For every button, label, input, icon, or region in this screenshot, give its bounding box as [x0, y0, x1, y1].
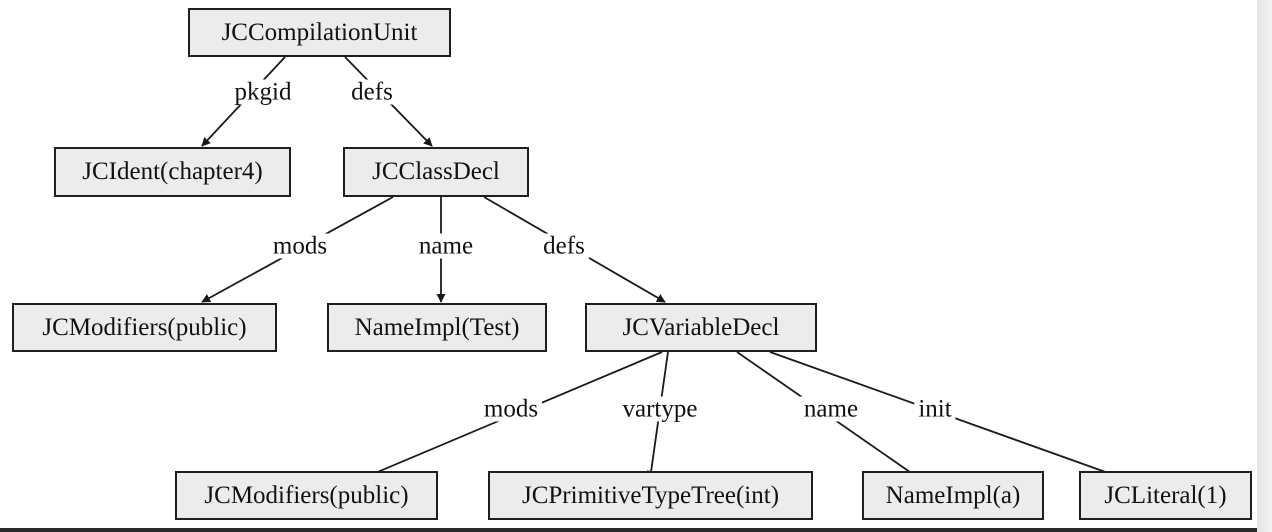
- edge-label-var-name: name: [799, 396, 863, 422]
- node-class-decl: JCClassDecl: [343, 147, 529, 197]
- edge-label-class-mods: mods: [268, 233, 332, 259]
- edge-label-pkgid: pkgid: [230, 79, 296, 105]
- edge-label-var-vartype: vartype: [618, 396, 702, 422]
- node-primitive-type: JCPrimitiveTypeTree(int): [488, 471, 813, 520]
- node-literal: JCLiteral(1): [1079, 471, 1252, 520]
- page-edge-strip: [1257, 0, 1272, 532]
- edge-label-var-mods: mods: [479, 396, 543, 422]
- node-var-modifiers: JCModifiers(public): [175, 471, 438, 520]
- node-compilation-unit: JCCompilationUnit: [188, 8, 451, 57]
- node-class-modifiers: JCModifiers(public): [12, 303, 277, 352]
- node-var-name: NameImpl(a): [862, 471, 1044, 520]
- node-variable-decl: JCVariableDecl: [585, 303, 817, 352]
- node-class-name: NameImpl(Test): [327, 303, 547, 352]
- bottom-rule: [0, 528, 1257, 532]
- edge-label-defs: defs: [347, 79, 397, 105]
- edge-label-class-defs: defs: [539, 233, 589, 259]
- edge-label-var-init: init: [914, 396, 956, 422]
- edge-label-class-name: name: [414, 233, 478, 259]
- node-jcident: JCIdent(chapter4): [54, 147, 291, 197]
